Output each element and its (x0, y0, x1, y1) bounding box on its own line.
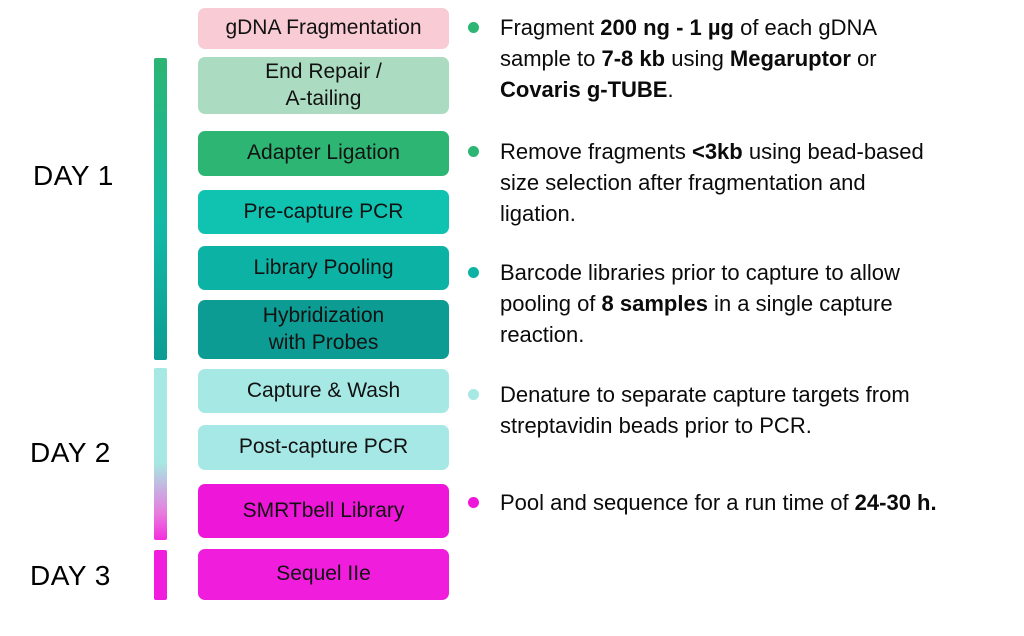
day-1-timeline-bar (154, 58, 167, 360)
note-text: Remove fragments <3kb using bead-based s… (500, 139, 924, 226)
step-sequel-iie: Sequel IIe (198, 549, 449, 600)
bullet-dot (468, 497, 479, 508)
note-text: Barcode libraries prior to capture to al… (500, 260, 900, 347)
note-size-selection: Remove fragments <3kb using bead-based s… (468, 136, 1024, 229)
step-smrtbell-library: SMRTbell Library (198, 484, 449, 538)
bullet-dot (468, 146, 479, 157)
step-capture-and-wash: Capture & Wash (198, 369, 449, 413)
day-3-timeline-bar (154, 550, 167, 600)
note-text: Fragment 200 ng - 1 µg of each gDNA samp… (500, 15, 878, 102)
note-text: Pool and sequence for a run time of 24-3… (500, 490, 937, 515)
step-adapter-ligation: Adapter Ligation (198, 131, 449, 176)
day-2-label: DAY 2 (30, 437, 111, 468)
bullet-dot (468, 389, 479, 400)
step-gdna-fragmentation: gDNA Fragmentation (198, 8, 449, 49)
day-1-label: DAY 1 (33, 160, 114, 191)
note-fragmentation: Fragment 200 ng - 1 µg of each gDNA samp… (468, 12, 1024, 105)
step-post-capture-pcr: Post-capture PCR (198, 425, 449, 470)
note-denature: Denature to separate capture targets fro… (468, 379, 1024, 441)
day-2-timeline-bar (154, 368, 167, 540)
bullet-dot (468, 22, 479, 33)
bullet-dot (468, 267, 479, 278)
note-sequencing-run-time: Pool and sequence for a run time of 24-3… (468, 487, 1024, 518)
step-hybridization-with-probes: Hybridization with Probes (198, 300, 449, 359)
day-3-label: DAY 3 (30, 560, 111, 591)
step-pre-capture-pcr: Pre-capture PCR (198, 190, 449, 234)
note-barcoding: Barcode libraries prior to capture to al… (468, 257, 1024, 350)
note-text: Denature to separate capture targets fro… (500, 382, 910, 438)
step-library-pooling: Library Pooling (198, 246, 449, 290)
step-end-repair-a-tailing: End Repair / A-tailing (198, 57, 449, 114)
